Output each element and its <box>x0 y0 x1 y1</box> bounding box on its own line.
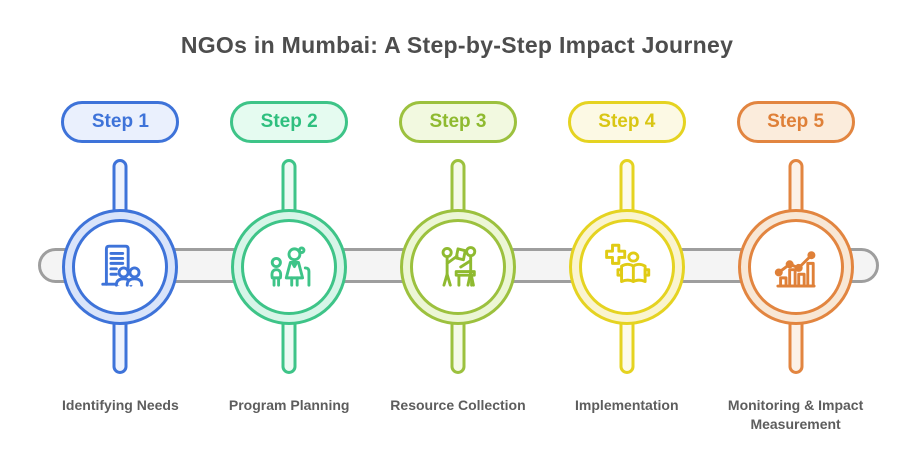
adult-child-icon <box>260 238 318 296</box>
aid-education-icon <box>598 238 656 296</box>
step-2-circle-inner <box>241 219 338 315</box>
step-5-badge: Step 5 <box>736 101 855 143</box>
step-2-circle <box>231 209 348 325</box>
step-3-label: Resource Collection <box>390 397 526 413</box>
step-3-circle <box>399 209 516 325</box>
step-column-2: Step 2 <box>205 0 374 450</box>
step-column-3: Step 3 <box>374 0 543 450</box>
step-column-1: Step 1 <box>36 0 205 450</box>
step-1-circle-inner <box>72 219 169 315</box>
step-column-4: Step 4 Implementation <box>542 0 711 450</box>
handover-donation-icon <box>429 238 487 296</box>
step-5-circle <box>737 209 854 325</box>
step-4-badge: Step 4 <box>567 101 686 143</box>
growth-chart-icon <box>767 238 825 296</box>
step-4-label: Implementation <box>575 397 679 413</box>
step-2-badge: Step 2 <box>230 101 349 143</box>
page-title: NGOs in Mumbai: A Step-by-Step Impact Jo… <box>180 32 734 58</box>
step-4-circle-inner <box>578 219 675 315</box>
step-4-circle <box>568 209 685 325</box>
step-3-badge: Step 3 <box>398 101 517 143</box>
step-2-label: Program Planning <box>228 397 350 413</box>
report-people-icon <box>91 238 149 296</box>
step-3-circle-inner <box>409 219 506 315</box>
step-1-circle <box>62 209 179 325</box>
step-column-5: Step 5 <box>711 0 880 450</box>
step-5-label: Monitoring & Impact Measurement <box>727 397 864 432</box>
step-5-circle-inner <box>747 219 844 315</box>
step-1-label: Identifying Needs <box>62 397 179 413</box>
step-1-badge: Step 1 <box>61 101 180 143</box>
steps-row: Step 1 <box>36 0 880 450</box>
